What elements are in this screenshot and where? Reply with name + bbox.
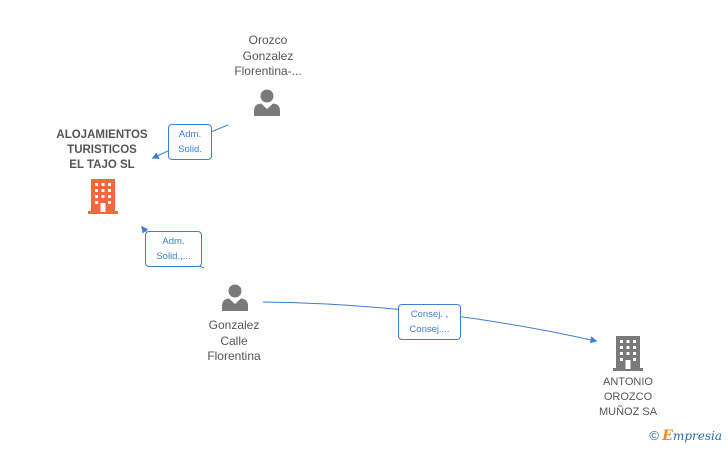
edge-label-line-2: Solid. bbox=[178, 144, 202, 155]
brand-logo: © Empresia bbox=[649, 428, 722, 444]
brand-name: mpresia bbox=[672, 429, 722, 443]
person-top-label[interactable]: Orozco Gonzalez Florentina-... bbox=[218, 33, 318, 80]
building-icon[interactable] bbox=[87, 179, 119, 214]
building-icon[interactable] bbox=[612, 336, 644, 371]
company-right-name-line-2: OROZCO bbox=[603, 391, 653, 403]
person-mid-name-line-1: Gonzalez bbox=[208, 318, 260, 332]
company-main-name-line-2: TURISTICOS bbox=[67, 144, 137, 156]
company-right-name-line-3: MUÑOZ SA bbox=[598, 406, 658, 418]
person-mid-label[interactable]: Gonzalez Calle Florentina bbox=[184, 318, 284, 365]
company-right-label[interactable]: ANTONIO OROZCO MUÑOZ SA bbox=[578, 375, 678, 420]
person-mid-name-line-2: Calle bbox=[220, 333, 248, 348]
edge-label-line-2: Consej.... bbox=[409, 324, 450, 335]
person-icon[interactable] bbox=[253, 88, 281, 116]
edge-label-top-to-main[interactable]: Adm. Solid. bbox=[168, 124, 212, 160]
edge-label-line-1: Adm. bbox=[178, 129, 202, 140]
edge-label-line-1: Consej. , bbox=[410, 309, 449, 320]
person-icon[interactable] bbox=[221, 283, 249, 311]
edge-label-line-2: Solid.,... bbox=[156, 251, 191, 262]
company-main-label[interactable]: ALOJAMIENTOS TURISTICOS EL TAJO SL bbox=[38, 128, 166, 173]
person-mid-name-line-3: Florentina bbox=[207, 349, 261, 363]
edge-label-line-1: Adm. bbox=[162, 236, 185, 247]
copyright-symbol: © bbox=[649, 428, 659, 443]
edge-label-mid-to-main[interactable]: Adm. Solid.,... bbox=[145, 231, 202, 267]
person-top-name-line-3: Florentina-... bbox=[234, 64, 302, 78]
edge-label-mid-to-right[interactable]: Consej. , Consej.... bbox=[398, 304, 461, 340]
person-top-name-line-2: Gonzalez bbox=[242, 48, 294, 63]
person-top-name-line-1: Orozco bbox=[248, 33, 288, 47]
company-main-name-line-3: EL TAJO SL bbox=[69, 159, 135, 171]
company-right-name-line-1: ANTONIO bbox=[603, 376, 653, 388]
brand-initial: E bbox=[662, 428, 673, 444]
company-main-name-line-1: ALOJAMIENTOS bbox=[56, 129, 148, 141]
